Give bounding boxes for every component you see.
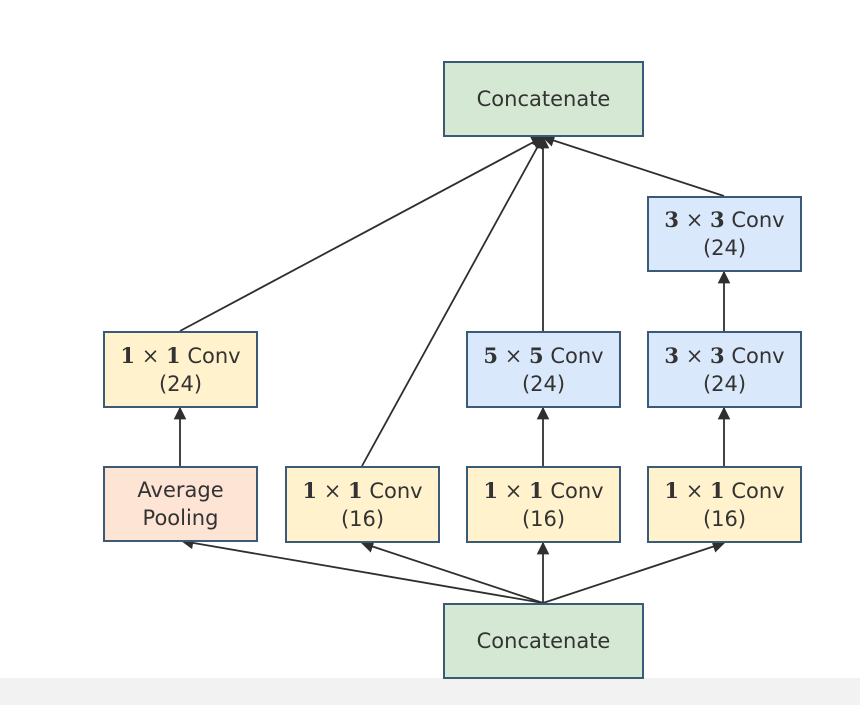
node-label-line2: Pooling <box>142 506 219 530</box>
node-channels: (24) <box>521 371 566 396</box>
pool-branch-conv1x1-node: 1 × 1 Conv (24) <box>103 331 258 408</box>
node-channels: (24) <box>702 236 747 260</box>
edge-conv1x1-branch1-to-output <box>361 135 544 467</box>
conv1x1-branch3-node: 1 × 1 Conv (16) <box>647 466 802 543</box>
node-label: Concatenate <box>476 87 611 111</box>
node-label: Concatenate <box>476 629 611 653</box>
average-pooling-node: Average Pooling <box>103 466 258 542</box>
node-op-line: 3 × 3 Conv <box>664 207 785 232</box>
edge-input-to-conv1x1-branch3 <box>542 540 726 604</box>
edge-conv3x3-to-output <box>541 134 725 197</box>
conv3x3-lower-node: 3 × 3 Conv (24) <box>647 331 802 408</box>
node-op-line: 1 × 1 Conv <box>664 477 785 503</box>
output-concatenate-node: Concatenate <box>443 61 644 137</box>
edge-pool-conv-to-output <box>179 136 545 332</box>
node-op-line: 5 × 5 Conv <box>483 342 604 368</box>
node-op-line: 1 × 1 Conv <box>302 477 423 503</box>
node-label-line1: Average <box>137 478 224 502</box>
node-op-line: 3 × 3 Conv <box>664 342 785 368</box>
node-channels: (16) <box>702 506 747 531</box>
conv3x3-upper-node: 3 × 3 Conv (24) <box>647 196 802 272</box>
node-channels: (24) <box>702 371 747 396</box>
conv5x5-node: 5 × 5 Conv (24) <box>466 331 621 408</box>
node-op-line: 1 × 1 Conv <box>120 342 241 368</box>
conv1x1-branch2-node: 1 × 1 Conv (16) <box>466 466 621 543</box>
input-concatenate-node: Concatenate <box>443 603 644 679</box>
conv1x1-branch1-node: 1 × 1 Conv (16) <box>285 466 440 543</box>
node-op-line: 1 × 1 Conv <box>483 477 604 503</box>
edge-input-to-conv1x1-branch1 <box>360 540 544 604</box>
node-channels: (16) <box>340 506 385 531</box>
node-channels: (16) <box>521 506 566 531</box>
node-channels: (24) <box>158 371 203 396</box>
edge-input-to-avg-pool <box>180 536 544 604</box>
bottom-bar <box>0 678 860 705</box>
